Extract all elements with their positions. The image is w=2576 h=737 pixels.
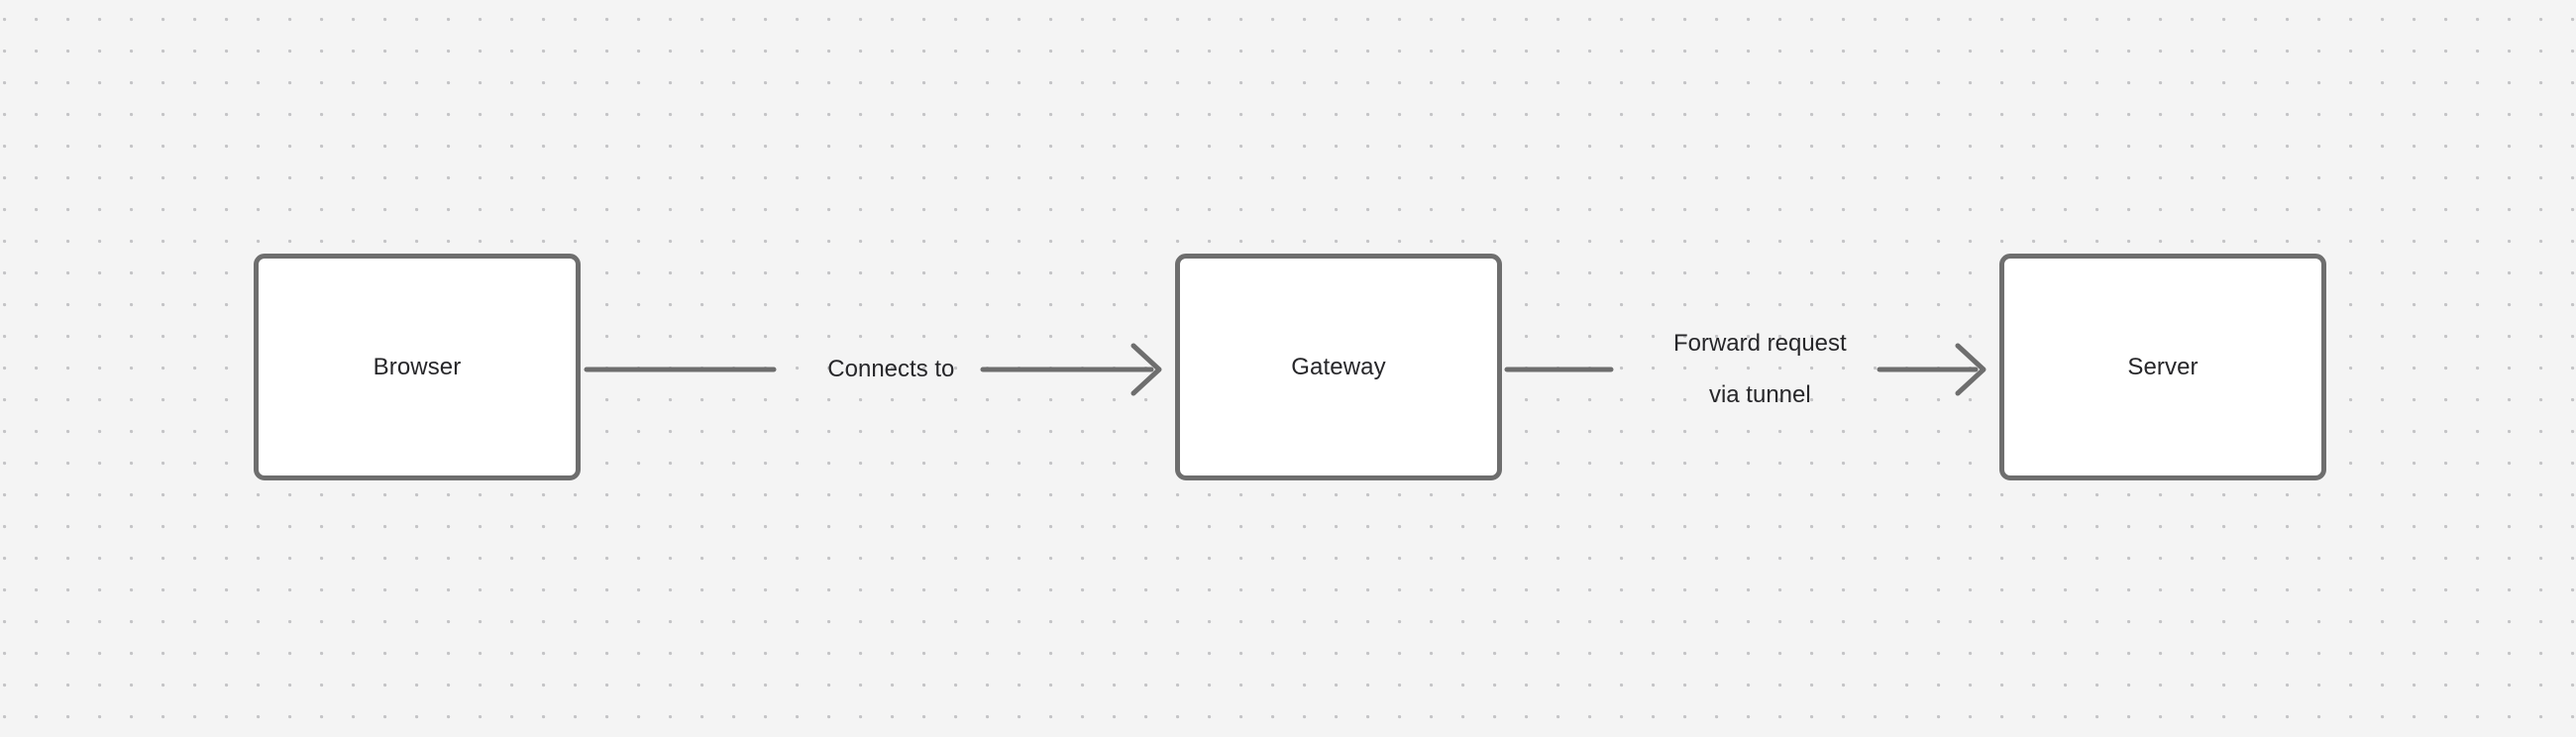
arrowhead-icon <box>1955 343 1986 396</box>
edge-label-line-1: Forward request <box>1672 330 1847 357</box>
node-server[interactable]: Server <box>1999 254 2326 480</box>
node-gateway-label: Gateway <box>1291 353 1386 380</box>
edge-label-line: Connects to <box>827 356 955 382</box>
node-gateway[interactable]: Gateway <box>1175 254 1502 480</box>
node-browser-label: Browser <box>373 353 462 380</box>
arrowhead-icon <box>1130 343 1162 396</box>
edge-label-line-2: via tunnel <box>1708 381 1811 408</box>
edge-label-connects-to: Connects to <box>802 331 955 408</box>
node-server-label: Server <box>2127 353 2199 380</box>
node-browser[interactable]: Browser <box>254 254 581 480</box>
edge-label-forward-request-via-tunnel: Forward request via tunnel <box>1647 305 1847 434</box>
